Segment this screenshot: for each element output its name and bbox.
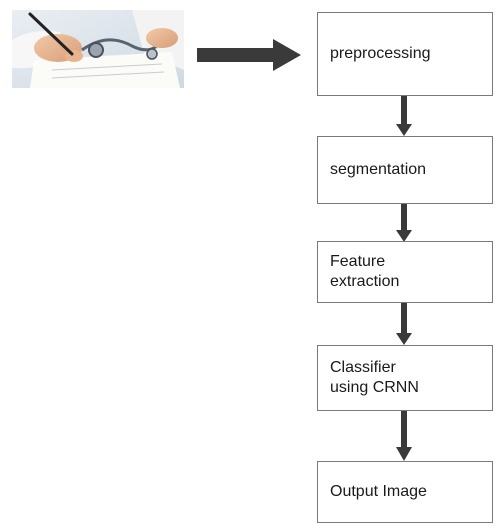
step-output-image: Output Image (317, 461, 493, 523)
step-label: Feature extraction (330, 253, 400, 290)
input-photo (12, 10, 184, 88)
step-label: Classifier using CRNN (330, 359, 419, 396)
step-label: preprocessing (330, 45, 431, 62)
step-feature-extraction: Feature extraction (317, 241, 493, 303)
arrow-down-icon (396, 96, 412, 136)
step-label: segmentation (330, 161, 427, 178)
arrow-down-icon (396, 411, 412, 461)
step-classifier: Classifier using CRNN (317, 345, 493, 411)
step-segmentation: segmentation (317, 136, 493, 204)
arrow-down-icon (396, 204, 412, 242)
arrow-right-icon (197, 39, 301, 71)
step-label: Output Image (330, 483, 427, 500)
arrow-down-icon (396, 303, 412, 345)
step-preprocessing: preprocessing (317, 12, 493, 96)
